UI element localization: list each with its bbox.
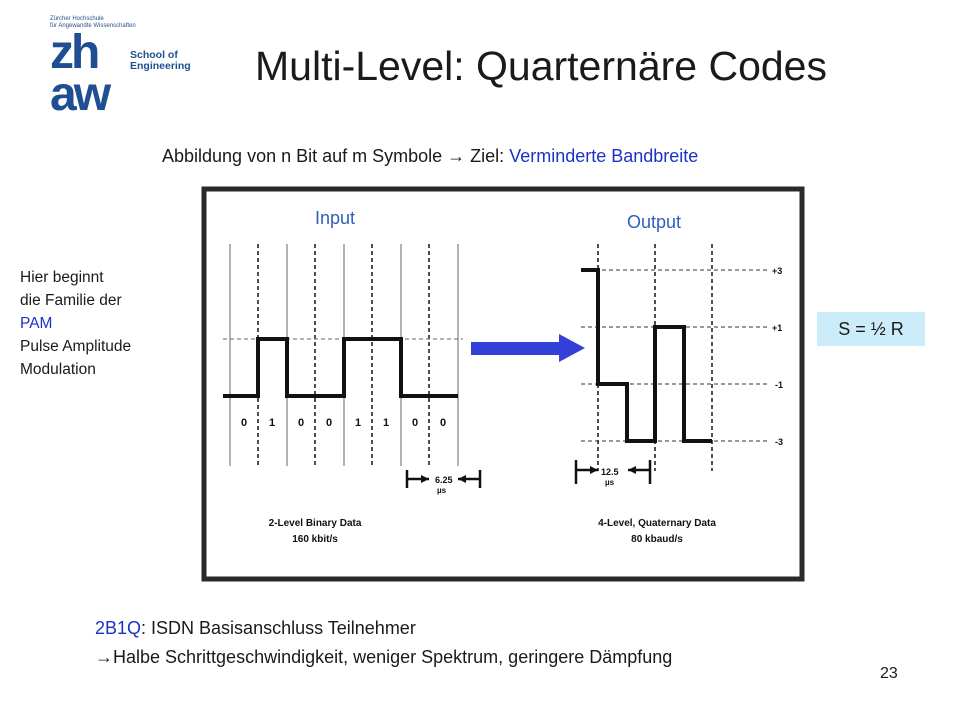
logo-mark-bottom: aw	[50, 68, 112, 116]
level-label: +1	[772, 323, 782, 333]
bit-period-label: 6.25	[435, 475, 453, 485]
footer-line1-text: : ISDN Basisanschluss Teilnehmer	[141, 618, 416, 638]
side-note-line3: PAM	[20, 315, 53, 332]
side-note-line1: Hier beginnt	[20, 269, 104, 286]
level-labels: +3 +1 -1 -3	[772, 266, 783, 447]
logo-mark-top: zh	[50, 30, 98, 79]
arrow-right-icon	[471, 334, 585, 362]
output-caption-2: 80 kbaud/s	[631, 534, 683, 545]
subtitle-prefix: Abbildung von n Bit auf m Symbole	[162, 146, 448, 166]
footer-line2-text: Halbe Schrittgeschwindigkeit, weniger Sp…	[113, 647, 673, 667]
bit-period-marker: 6.25 µs	[405, 470, 482, 495]
side-note-line4: Pulse Amplitude	[20, 338, 132, 355]
subtitle: Abbildung von n Bit auf m Symbole → Ziel…	[162, 146, 698, 167]
bit-label: 0	[440, 417, 446, 429]
side-note-line2: die Familie der	[20, 292, 122, 309]
level-label: +3	[772, 266, 782, 276]
output-label: Output	[627, 212, 681, 232]
arrow-right-icon: →	[447, 146, 466, 166]
bit-period-unit: µs	[437, 486, 447, 495]
bit-label: 1	[383, 417, 389, 429]
quaternary-waveform	[581, 268, 712, 443]
bit-label: 0	[241, 417, 247, 429]
university-name-line2: für Angewandte Wissenschaften	[50, 23, 136, 29]
subtitle-middle: Ziel:	[465, 146, 510, 166]
symbol-period-unit: µs	[605, 478, 615, 487]
level-label: -3	[775, 437, 783, 447]
level-label: -1	[775, 380, 783, 390]
bit-label: 0	[412, 417, 418, 429]
bit-labels: 0 1 0 0 1 1 0 0	[241, 417, 446, 429]
university-name-line1: Zürcher Hochschule	[50, 16, 104, 22]
page-number: 23	[880, 665, 898, 682]
footer-line2: →Halbe Schrittgeschwindigkeit, weniger S…	[95, 647, 672, 668]
subtitle-accent: Verminderte Bandbreite	[509, 146, 699, 166]
footer-code: 2B1Q	[95, 618, 142, 638]
bit-label: 0	[298, 417, 304, 429]
school-name-line2: Engineering	[130, 60, 191, 72]
bit-label: 1	[355, 417, 361, 429]
university-name: Zürcher Hochschule für Angewandte Wissen…	[50, 16, 136, 30]
side-note: Hier beginnt die Familie der PAM Pulse A…	[20, 266, 131, 381]
school-name-line1: School of	[130, 49, 178, 61]
slide-title: Multi-Level: Quarternäre Codes	[255, 43, 827, 89]
input-caption-2: 160 kbit/s	[292, 534, 338, 545]
binary-waveform	[223, 337, 458, 398]
bit-label: 1	[269, 417, 275, 429]
symbol-period-marker: 12.5 µs	[574, 460, 652, 487]
footer-line1: 2B1Q: ISDN Basisanschluss Teilnehmer	[95, 618, 416, 639]
side-note-line5: Modulation	[20, 361, 96, 378]
input-caption-1: 2-Level Binary Data	[269, 518, 362, 529]
school-name: School of Engineering	[130, 50, 191, 72]
input-label: Input	[315, 208, 355, 228]
pam-diagram: Input Output 0 1 0 0 1 1 0 0 6.25 µs	[201, 186, 805, 582]
output-caption-1: 4-Level, Quaternary Data	[598, 518, 716, 529]
arrow-right-icon: →	[95, 647, 113, 667]
bit-label: 0	[326, 417, 332, 429]
zhaw-logo: zh aw	[50, 30, 115, 116]
symbol-period-label: 12.5	[601, 467, 619, 477]
rate-badge: S = ½ R	[817, 312, 925, 346]
